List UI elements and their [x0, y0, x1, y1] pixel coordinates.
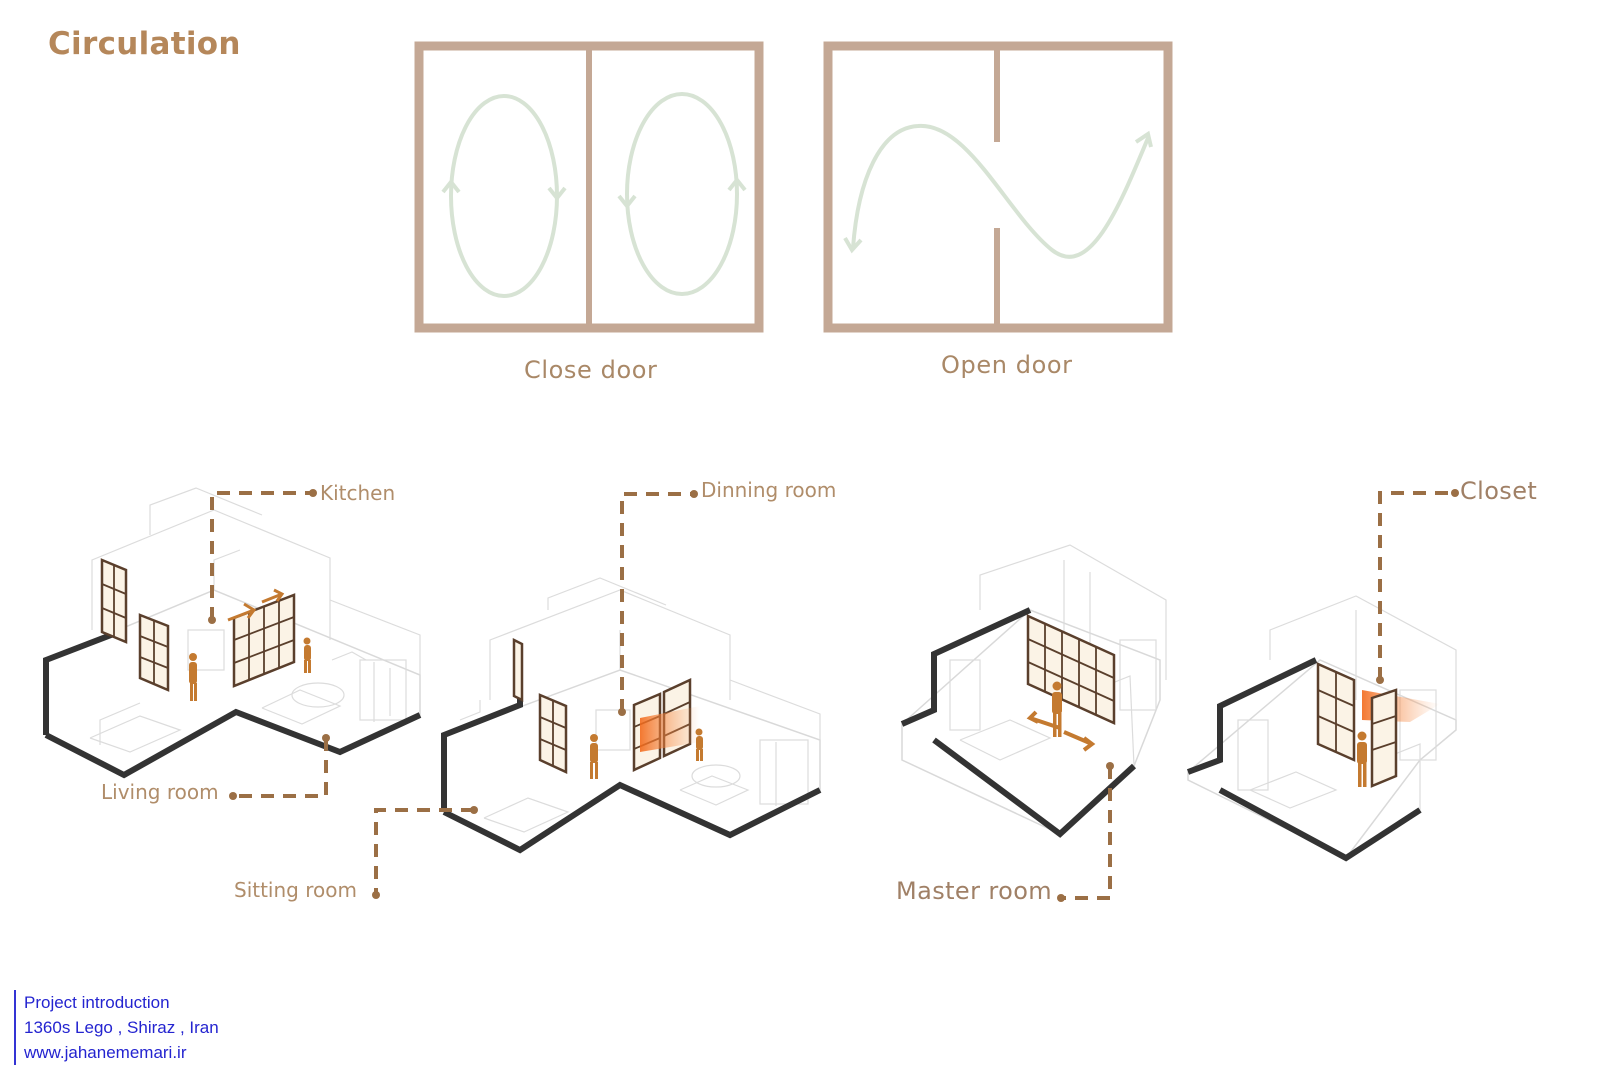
- page-title: Circulation: [48, 26, 241, 62]
- open-door-caption: Open door: [941, 351, 1073, 379]
- source-footer: Project introduction 1360s Lego , Shiraz…: [14, 990, 219, 1065]
- person-figure: [189, 637, 311, 701]
- circulation-highlight: [640, 706, 700, 752]
- label-sitting-room: Sitting room: [234, 878, 357, 902]
- footer-line-3: www.jahanememari.ir: [24, 1043, 187, 1062]
- loop-flow-right: [625, 92, 739, 296]
- label-closet: Closet: [1460, 477, 1538, 505]
- leader-dots: [208, 489, 1459, 902]
- loop-flow-left: [449, 94, 559, 298]
- label-dinning-room: Dinning room: [701, 478, 837, 502]
- leader-sitting-room: [374, 808, 474, 895]
- axo-apartment-2: [441, 577, 822, 854]
- close-door-plan: [414, 41, 764, 333]
- leader-master-room: [1062, 766, 1112, 900]
- close-door-caption: Close door: [524, 356, 658, 384]
- leader-lines: [210, 491, 1452, 900]
- label-kitchen: Kitchen: [320, 481, 396, 505]
- leader-living-room: [234, 738, 328, 798]
- s-curve-flow: [851, 123, 1150, 259]
- footer-line-1: Project introduction: [24, 993, 170, 1012]
- axo-master-room: [900, 544, 1167, 838]
- open-door-plan: [823, 41, 1173, 333]
- footer-line-2: 1360s Lego , Shiraz , Iran: [24, 1018, 219, 1037]
- label-living-room: Living room: [101, 780, 219, 804]
- label-master-room: Master room: [896, 877, 1053, 905]
- axo-apartment-1: [43, 487, 422, 779]
- leader-closet: [1378, 491, 1452, 680]
- leader-dinning-room: [620, 492, 692, 712]
- axo-closet-room: [1186, 595, 1457, 862]
